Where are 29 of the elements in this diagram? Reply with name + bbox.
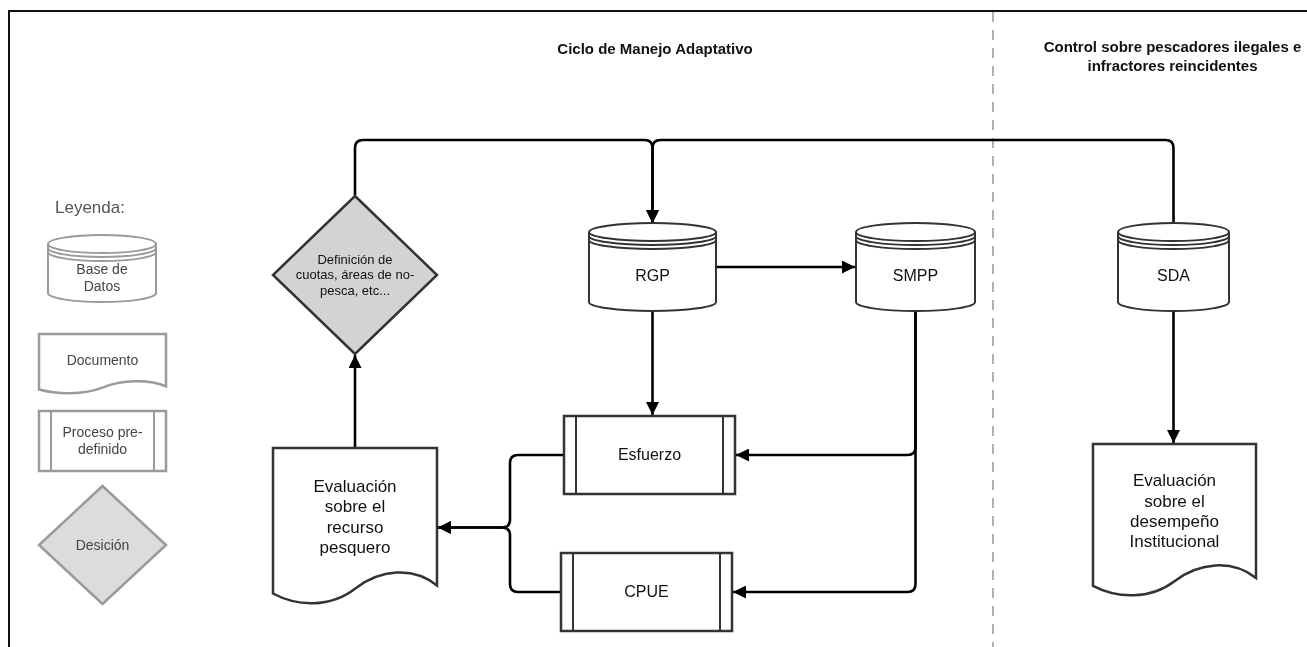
- legend-title: Leyenda:: [55, 198, 125, 218]
- database-cylinder: [855, 223, 976, 311]
- node-label: Esfuerzo: [617, 445, 682, 465]
- legend-label: Documento: [66, 351, 139, 369]
- database-cylinder: [588, 223, 717, 311]
- arrow: [438, 521, 560, 594]
- arrow: [733, 311, 917, 599]
- decision-diamond: [272, 195, 438, 355]
- node-label: SDA: [1157, 266, 1190, 286]
- arrow: [348, 355, 362, 447]
- legend-label: Desición: [75, 536, 130, 554]
- legend-label: Base de Datos: [75, 260, 129, 295]
- database-cylinder: [1117, 223, 1230, 311]
- node-label: Definición de cuotas, áreas de no-pesca, etc...: [295, 251, 415, 299]
- arrow: [646, 311, 659, 415]
- arrow: [717, 260, 855, 274]
- node-label: SMPP: [892, 266, 939, 286]
- arrow: [646, 138, 1175, 223]
- node-label: RGP: [635, 266, 670, 286]
- section-title: Control sobre pescadores ilegales e infractores reincidentes: [1042, 38, 1303, 76]
- predefined-process-box: [560, 552, 733, 632]
- section-title: Ciclo de Manejo Adaptativo: [556, 40, 754, 59]
- node-label: Evaluación sobre el desempeño Institucional: [1128, 471, 1221, 553]
- document-shape: [1092, 443, 1257, 600]
- arrow: [1167, 311, 1180, 443]
- node-label: Evaluación sobre el recurso pesquero: [312, 477, 398, 559]
- node-label: CPUE: [624, 582, 669, 602]
- legend-label: Proceso pre-definido: [61, 424, 144, 458]
- predefined-process-box: [563, 415, 736, 495]
